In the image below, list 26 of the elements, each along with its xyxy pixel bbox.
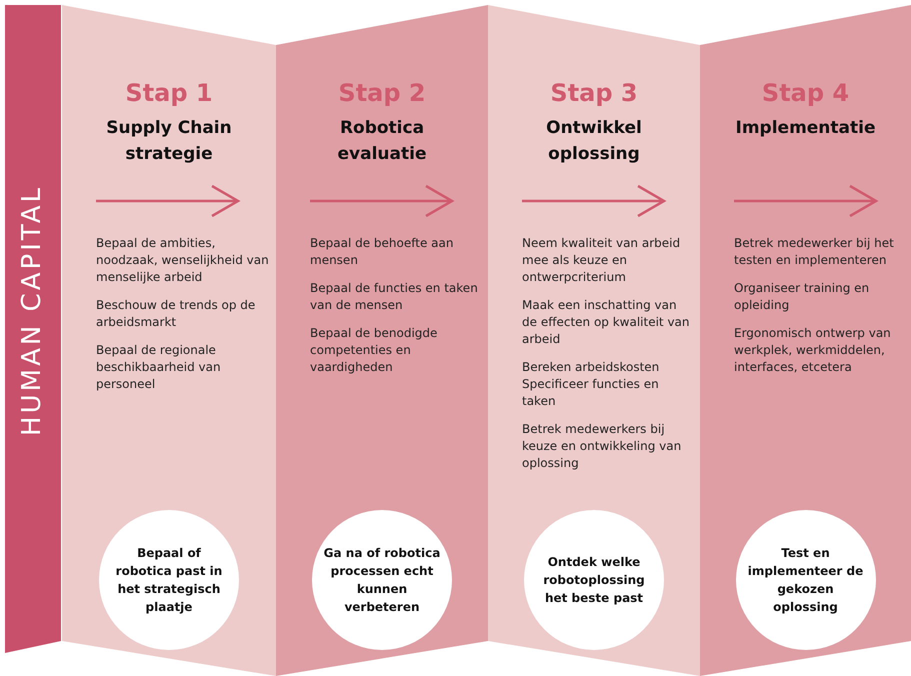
step-panel bbox=[276, 5, 488, 676]
step-number: Stap 2 bbox=[337, 79, 427, 107]
step-title: Ontwikkel oplossing bbox=[545, 117, 643, 166]
step-panel bbox=[488, 5, 700, 676]
step-title: Implementatie bbox=[734, 117, 876, 140]
step-number: Stap 4 bbox=[760, 79, 850, 107]
band-title: HUMAN CAPITAL bbox=[17, 185, 47, 436]
step-title: Robotica evaluatie bbox=[336, 117, 428, 166]
step-description: Maak een inschatting van de effecten op kwaliteit van arbeid bbox=[522, 297, 691, 348]
step-description: Neem kwaliteit van arbeid mee als keuze en ontwerpcriterium bbox=[522, 235, 682, 286]
step-description: Bepaal de benodigde competenties en vaardigheden bbox=[310, 325, 438, 376]
step-description: Ergonomisch ontwerp van werkplek, werkmiddelen, interfaces, etcetera bbox=[734, 325, 892, 376]
step-description: Organiseer training en opleiding bbox=[734, 280, 870, 314]
step-description: Betrek medewerkers bij keuze en ontwikkeling van oplossing bbox=[522, 421, 682, 472]
step-description: Beschouw de trends op de arbeidsmarkt bbox=[96, 297, 256, 331]
step-description: Bepaal de behoefte aan mensen bbox=[310, 235, 454, 269]
step-panel bbox=[62, 5, 276, 676]
step-description: Bepaal de regionale beschikbaarheid van personeel bbox=[96, 342, 222, 393]
step-title: Supply Chain strategie bbox=[105, 117, 233, 166]
step-description: Betrek medewerker bij het testen en implementeren bbox=[734, 235, 895, 269]
step-number: Stap 3 bbox=[549, 79, 639, 107]
step-panel bbox=[700, 5, 911, 676]
step-description: Bereken arbeidskosten Specificeer functies en taken bbox=[522, 359, 660, 410]
step-number: Stap 1 bbox=[124, 79, 214, 107]
step-description: Bepaal de ambities, noodzaak, wenselijkheid van menselijke arbeid bbox=[96, 235, 270, 286]
step-description: Bepaal de functies en taken van de mensen bbox=[310, 280, 479, 314]
